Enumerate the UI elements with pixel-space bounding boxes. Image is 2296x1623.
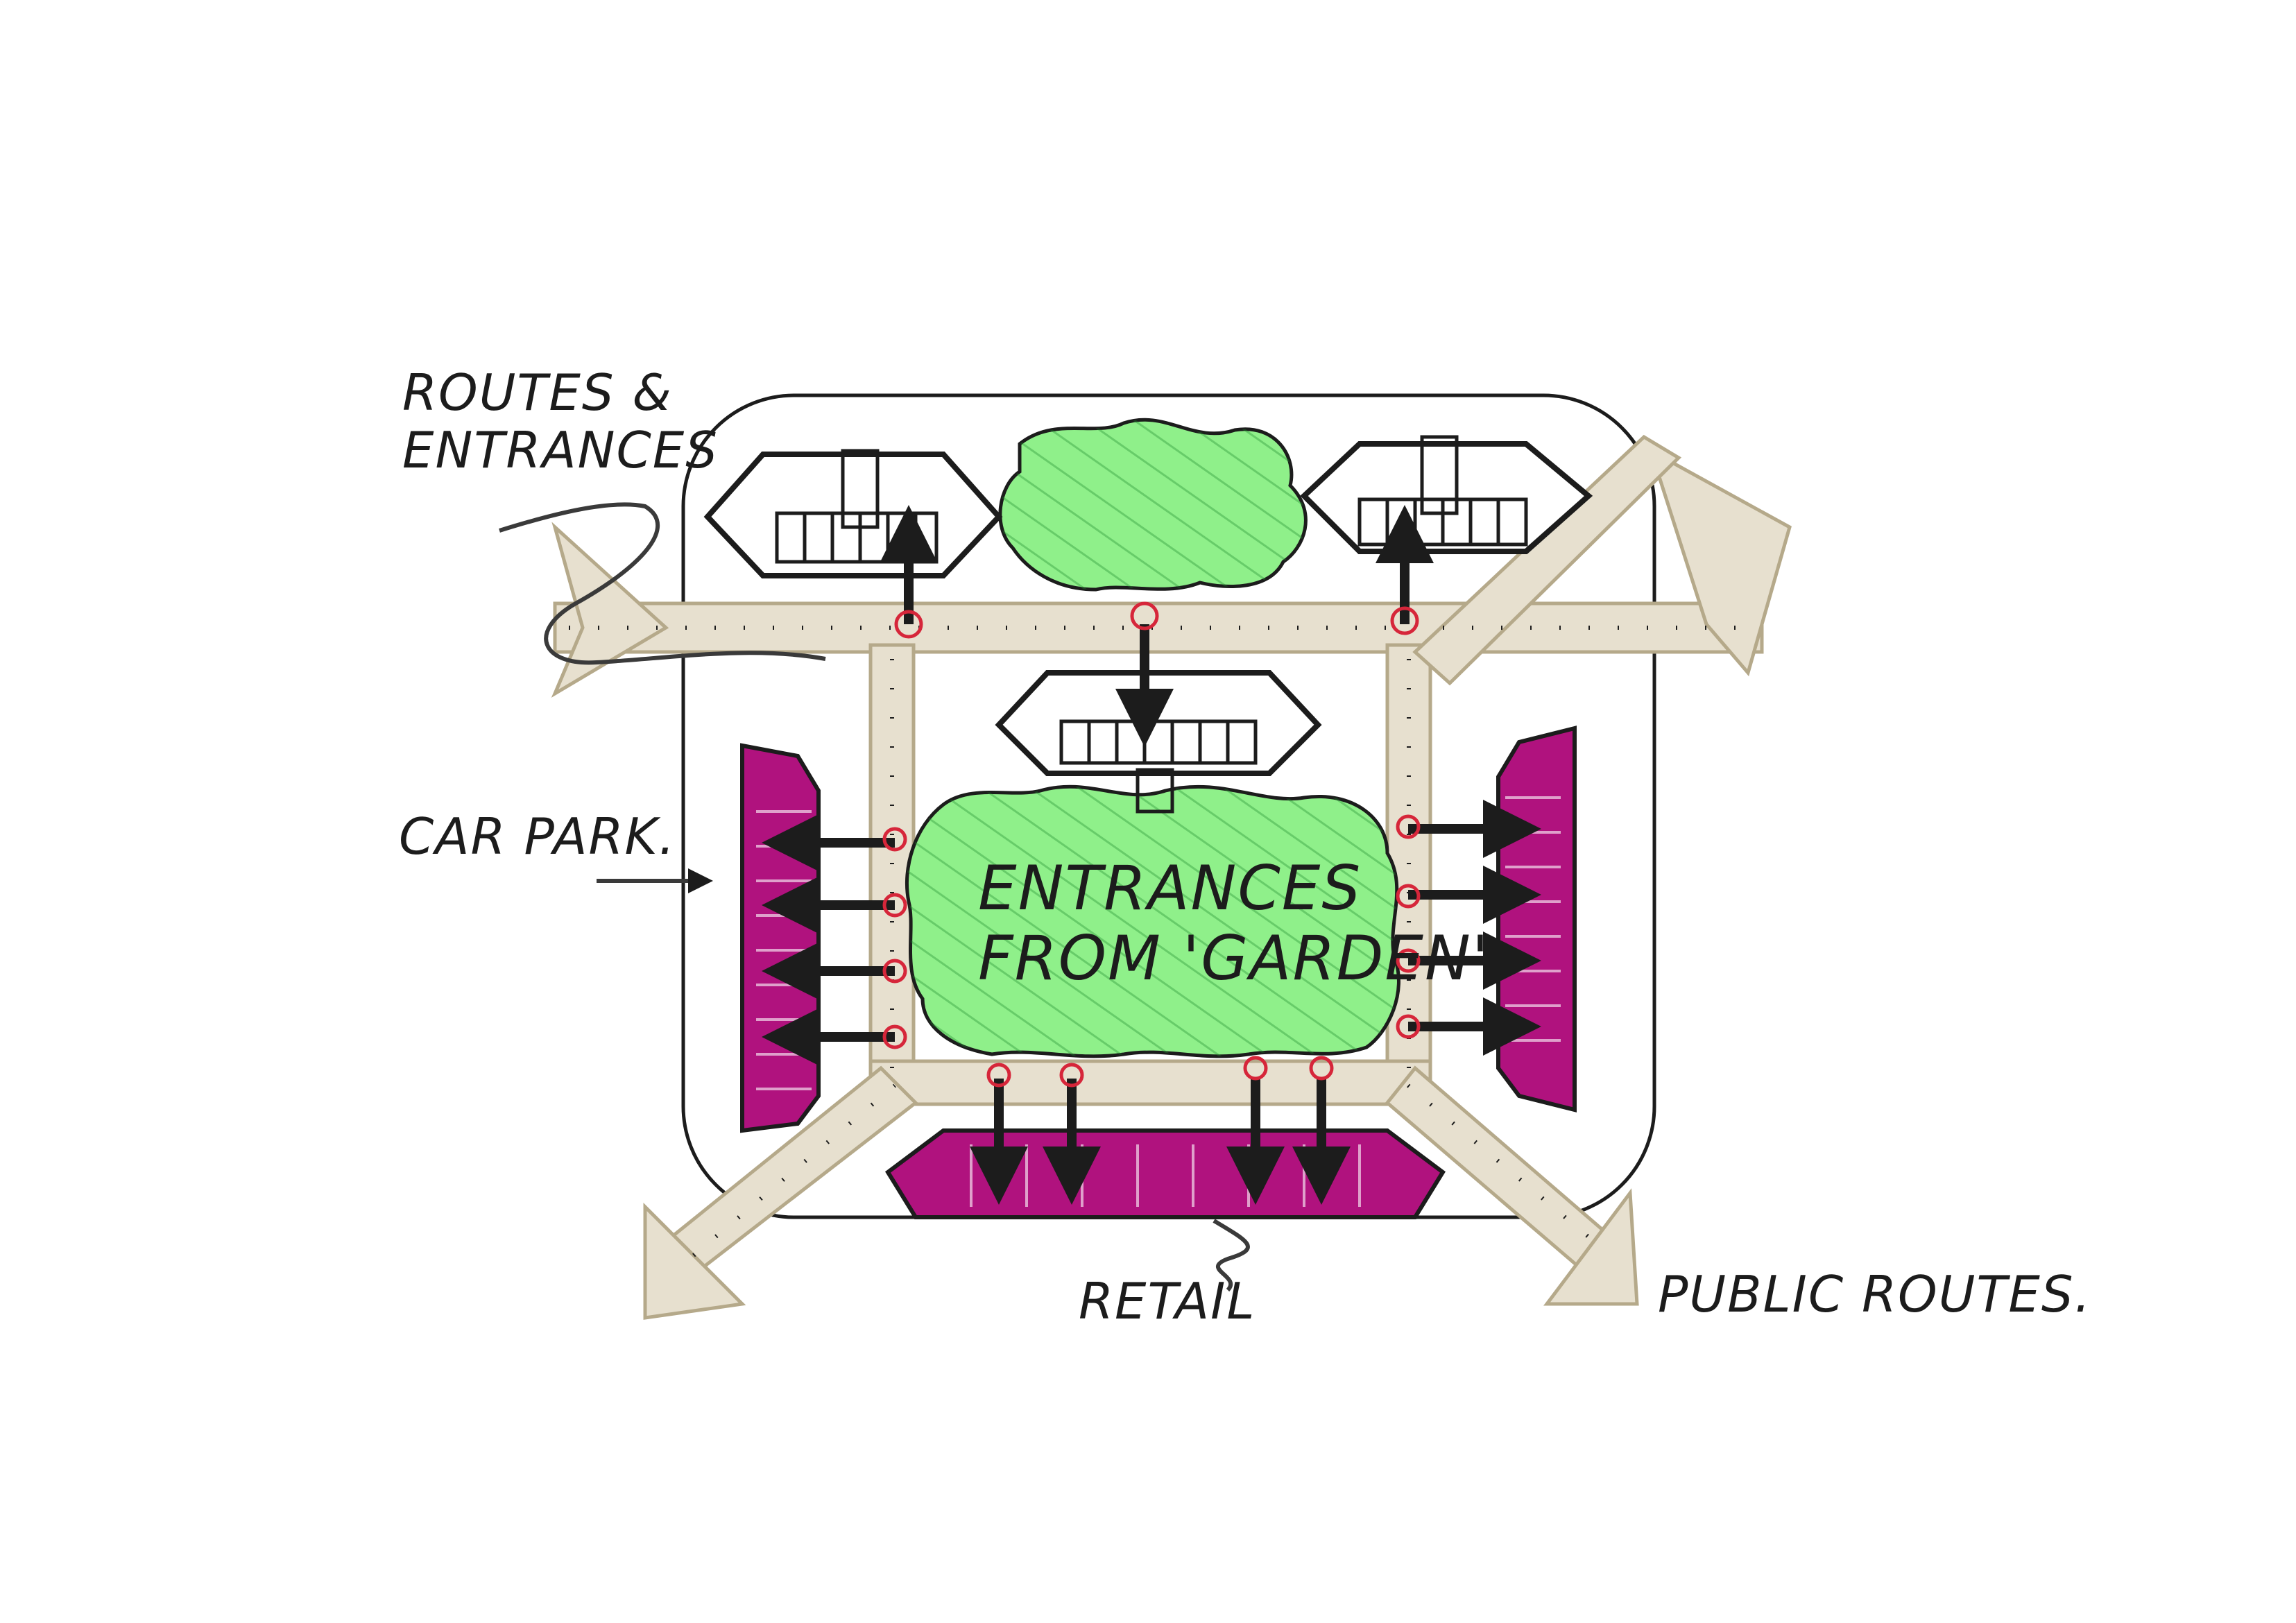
route-arrow-bottom-right — [1543, 1188, 1639, 1306]
garden-top-hatch — [1000, 420, 1306, 590]
hex-building-stairs — [775, 435, 1528, 814]
label-entrances-from-garden: Entrances From 'Garden'. — [978, 852, 1511, 995]
garden-central-hatch — [907, 787, 1399, 1056]
leader-retail — [1213, 1219, 1250, 1292]
leader-routes — [499, 502, 826, 665]
gardens — [905, 418, 1400, 1058]
entrance-arrows — [762, 505, 1541, 1205]
label-retail: Retail — [1079, 1272, 1256, 1330]
label-routes-line1: Routes & — [402, 363, 673, 422]
label-entrances-line1: Entrances — [978, 852, 1362, 924]
car-park-left — [740, 743, 821, 1133]
annotation-leaders — [499, 502, 1250, 1292]
entrance-points — [882, 601, 1421, 1088]
route-bottom — [868, 1059, 1432, 1106]
label-entrances-line2: From 'Garden'. — [978, 922, 1511, 995]
route-dots — [569, 626, 1748, 1257]
label-routes-line2: Entrances — [402, 420, 719, 479]
route-arrow-left — [551, 522, 669, 698]
route-top — [553, 601, 1764, 654]
label-public-routes: Public Routes. — [1658, 1265, 2092, 1323]
label-routes-entrances: Routes & Entrances — [402, 364, 719, 479]
label-car-park: Car Park. — [399, 807, 676, 866]
route-arrow-right — [1647, 447, 1792, 677]
